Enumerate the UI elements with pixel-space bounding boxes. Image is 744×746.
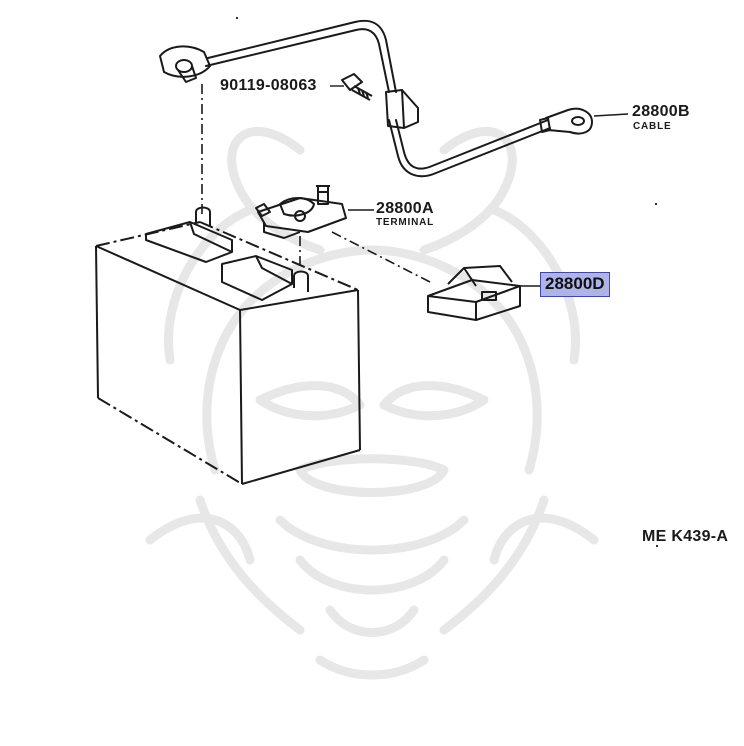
cable <box>159 19 593 178</box>
terminal-cover-28800d <box>427 265 521 321</box>
terminal-part-name: TERMINAL <box>376 217 435 228</box>
samurai-mask-watermark-icon <box>145 127 599 680</box>
cover-part-number-button[interactable]: 28800D <box>540 272 610 297</box>
diagram-code: ME K439-A <box>642 528 729 545</box>
leader-lines <box>201 84 431 283</box>
cable-part-number: 28800B <box>632 103 690 120</box>
terminal-part-number: 28800A <box>376 200 434 217</box>
terminal-28800a <box>255 185 347 239</box>
bolt-90119-08063 <box>341 73 373 101</box>
battery <box>95 206 361 485</box>
bolt-part-number: 90119-08063 <box>220 77 317 94</box>
cable-part-name: CABLE <box>633 121 672 132</box>
label-leaders <box>330 85 629 287</box>
specks <box>236 17 658 547</box>
